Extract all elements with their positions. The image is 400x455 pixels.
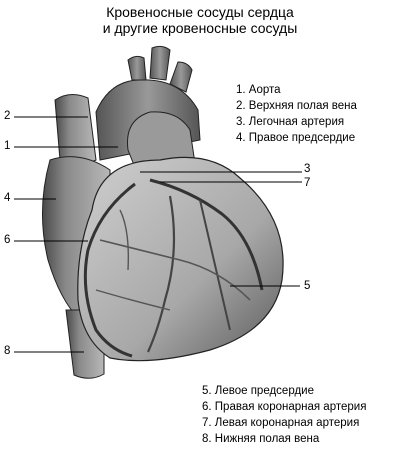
legend-bottom: 5. Левое предсердие 6. Правая коронарная… (202, 383, 366, 447)
legend-item-8: 8. Нижняя полая вена (202, 433, 320, 445)
legend-item-7: 7. Левая коронарная артерия (202, 417, 360, 429)
legend-item-2: 2. Верхняя полая вена (236, 100, 357, 112)
diagram-title: Кровеносные сосуды сердца и другие крове… (0, 4, 400, 36)
right-coronary-artery (83, 182, 136, 358)
legend-item-3: 3. Легочная артерия (236, 116, 345, 128)
legend-item-5: 5. Левое предсердие (202, 385, 314, 397)
label-number-8: 8 (4, 345, 11, 357)
heart-ventricles (77, 156, 284, 362)
legend-item-4: 4. Правое предсердие (236, 132, 356, 144)
label-number-1: 1 (4, 140, 11, 152)
label-number-6: 6 (4, 234, 11, 246)
aortic-branch-1 (127, 55, 147, 81)
aortic-branch-3 (169, 61, 193, 93)
superior-vena-cava (54, 94, 97, 165)
title-line-2: и другие кровеносные сосуды (102, 20, 298, 36)
label-number-2: 2 (4, 110, 11, 122)
legend-item-6: 6. Правая коронарная артерия (202, 401, 367, 413)
aortic-branch-2 (149, 45, 171, 81)
label-number-7: 7 (304, 177, 311, 189)
title-line-1: Кровеносные сосуды сердца (106, 4, 294, 20)
label-number-3: 3 (304, 163, 311, 175)
legend-item-1: 1. Аорта (236, 84, 281, 96)
label-number-4: 4 (4, 192, 11, 204)
legend-top: 1. Аорта 2. Верхняя полая вена 3. Легочн… (236, 82, 357, 146)
coronary-branch-4 (95, 289, 171, 311)
coronary-branch-1 (146, 195, 176, 353)
label-number-5: 5 (304, 280, 311, 292)
coronary-branch-5 (119, 209, 130, 271)
left-coronary-artery (149, 178, 264, 291)
coronary-branch-3 (99, 239, 251, 301)
coronary-branch-2 (199, 199, 231, 331)
